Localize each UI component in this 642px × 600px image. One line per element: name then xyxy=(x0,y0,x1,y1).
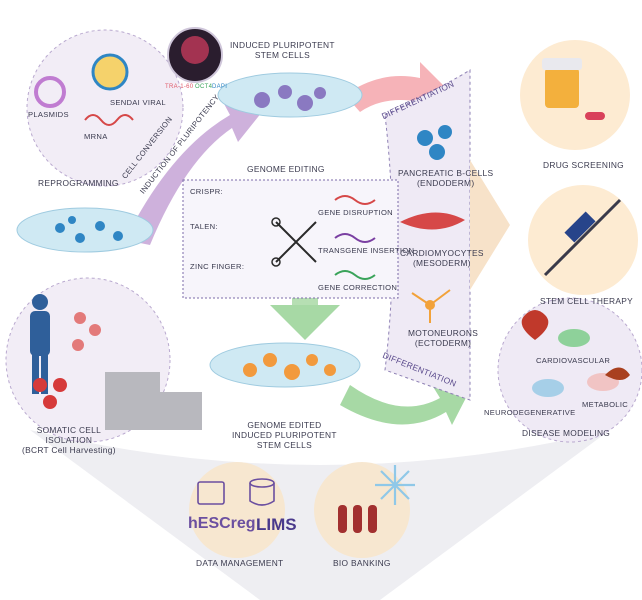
sendai-label: SENDAI VIRAL xyxy=(110,98,166,107)
sendai-virus-icon xyxy=(91,53,129,91)
editing-arrow-head xyxy=(270,305,340,340)
gene-disruption-label: GENE DISRUPTION xyxy=(318,208,393,217)
edited-cells xyxy=(243,353,336,380)
dapi-stain-label: DAPI xyxy=(212,84,228,90)
dna-insertion-icon xyxy=(334,233,376,243)
plasmids-label: PLASMIDS xyxy=(28,110,69,119)
somatic-label: SOMATIC CELL ISOLATION (BCRT Cell Harves… xyxy=(22,425,116,455)
ipsc-cells xyxy=(254,85,326,111)
snowflake-icon xyxy=(375,465,415,505)
plasmid-icon xyxy=(34,76,66,108)
reprogramming-label: REPROGRAMMING xyxy=(38,178,119,188)
ipsc-label: INDUCED PLURIPOTENT STEM CELLS xyxy=(230,40,335,60)
pancreatic-label: PANCREATIC B-CELLS (ENDODERM) xyxy=(398,168,494,188)
genome-edited-label: GENOME EDITED INDUCED PLURIPOTENT STEM C… xyxy=(232,420,337,450)
transgene-insertion-label: TRANSGENE INSERTION xyxy=(318,246,415,255)
bio-banking-label: BIO BANKING xyxy=(333,558,391,568)
blood-cells xyxy=(33,378,67,409)
disease-modeling-label: DISEASE MODELING xyxy=(522,428,611,438)
talen-label: TALEN: xyxy=(190,222,218,231)
syringe-icon xyxy=(543,198,622,277)
sample-tubes-icon xyxy=(338,505,377,533)
dna-disruption-icon xyxy=(334,195,376,205)
pill-icon xyxy=(585,112,605,120)
cardiomyocyte-icon xyxy=(400,212,465,230)
reprogramming-circle xyxy=(26,29,184,187)
scissors-icon xyxy=(275,221,317,263)
somatic-tissue-cells xyxy=(72,312,101,351)
cardiovascular-label: CARDIOVASCULAR xyxy=(536,356,611,365)
induction-arrow xyxy=(125,100,262,245)
petri-neuro-icon xyxy=(532,379,564,397)
right-pointer xyxy=(470,160,510,290)
human-silhouette-icon xyxy=(30,294,50,394)
mrna-label: MRNA xyxy=(84,132,108,141)
differentiation-band xyxy=(384,69,471,401)
heart-icon xyxy=(521,310,549,340)
oct4-stain-label: OCT4 xyxy=(195,84,213,90)
neurodegenerative-label: NEURODEGENERATIVE xyxy=(484,408,576,417)
zinc-finger-label: ZINC FINGER: xyxy=(190,262,245,271)
pancreatic-cells-icon xyxy=(417,125,452,160)
lims-logo: LIMS xyxy=(256,515,297,534)
metabolic-label: METABOLIC xyxy=(582,400,629,409)
somatic-cells xyxy=(55,216,123,243)
mrna-icon xyxy=(84,114,134,126)
petri-cardio-icon xyxy=(558,329,590,347)
stem-cell-therapy-label: STEM CELL THERAPY xyxy=(540,296,634,306)
cardiomyocytes-label: CARDIOMYOCYTES (MESODERM) xyxy=(400,248,484,268)
edited-dish xyxy=(209,342,361,388)
database-icon xyxy=(249,478,275,506)
pill-bottle-icon xyxy=(545,68,579,108)
somatic-dish xyxy=(16,207,154,253)
gene-correction-label: GENE CORRECTION xyxy=(318,283,398,292)
colony-stain xyxy=(181,36,209,64)
data-management-label: DATA MANAGEMENT xyxy=(196,558,284,568)
drug-screening-label: DRUG SCREENING xyxy=(543,160,624,170)
tra-stain-label: TRA-1-60 xyxy=(165,84,194,90)
liver-icon xyxy=(605,367,630,380)
motoneurons-label: MOTONEURONS (ECTODERM) xyxy=(408,328,479,348)
hescreg-logo: hESCreg xyxy=(188,515,256,532)
genome-editing-panel xyxy=(182,179,399,299)
crispr-label: CRISPR: xyxy=(190,187,223,196)
data-circle xyxy=(189,462,285,558)
hospital-icon xyxy=(105,372,202,430)
differentiation-arrow-bottom xyxy=(340,385,470,425)
dna-correction-icon xyxy=(334,270,376,280)
genome-editing-label: GENOME EDITING xyxy=(247,164,325,174)
therapy-circle xyxy=(528,185,638,295)
checklist-icon xyxy=(197,481,225,505)
